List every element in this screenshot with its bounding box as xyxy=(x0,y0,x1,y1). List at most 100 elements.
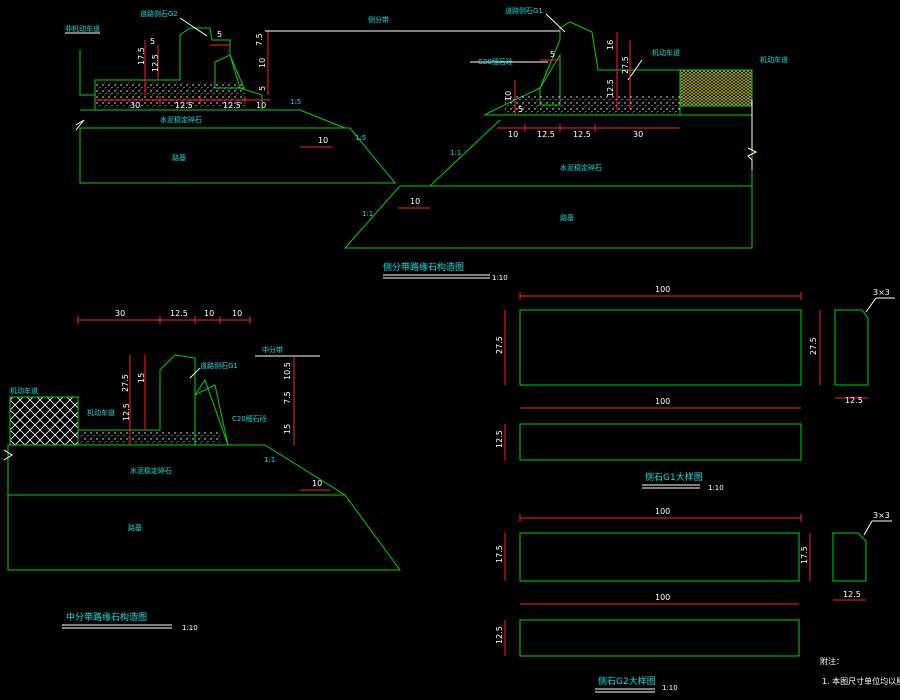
g1-scale: 1:10 xyxy=(708,484,724,492)
tr-dim-b1: 10 xyxy=(508,130,518,139)
ml-dim-step: 10 xyxy=(312,479,322,488)
middle-left-section: 30 12.5 10 10 中分带 道路侧石G1 C20细石砼 机动车道 机动车… xyxy=(3,309,401,571)
dim-h6: 10 xyxy=(258,58,267,68)
dim-h7: 5 xyxy=(258,86,267,91)
dim-b1: 30 xyxy=(130,101,140,110)
tr-dim-h3: 5 xyxy=(518,105,523,114)
g2-detail: 100 17.5 17.5 3×3 12.5 100 12.5 侧石G2大样图 … xyxy=(495,507,892,693)
notes-line1: 1. 本图尺寸单位均以厘米计 xyxy=(822,676,900,686)
g2-bottom-height: 12.5 xyxy=(495,626,504,644)
ml-dim-r1: 10.5 xyxy=(283,362,292,380)
top-left-leader xyxy=(179,17,208,37)
g1-side-view xyxy=(834,309,869,386)
ml-break-mark xyxy=(3,449,13,461)
ml-base-label: 水泥稳定碎石 xyxy=(130,466,172,475)
top-right-curb-label: 道路侧石G1 xyxy=(505,6,543,15)
ml-dim-h3: 12.5 xyxy=(122,403,131,421)
g1-bottom-height: 12.5 xyxy=(495,430,504,448)
dim-top-w: 5 xyxy=(217,30,222,39)
top-right-pavers xyxy=(679,69,753,107)
g1-title: 侧石G1大样图 xyxy=(645,471,703,483)
tr-dim-step: 10 xyxy=(410,197,420,206)
g2-side-view xyxy=(832,532,867,582)
dim-step-tl: 10 xyxy=(318,136,328,145)
top-right-base-label: 水泥稳定碎石 xyxy=(560,163,602,172)
ml-dim-r3: 15 xyxy=(283,424,292,434)
slope-tl-2: 1:5 xyxy=(355,134,366,142)
tr-dim-b2: 12.5 xyxy=(537,130,555,139)
g2-height-side: 17.5 xyxy=(800,546,809,564)
g1-length: 100 xyxy=(655,285,670,294)
top-right-pavers-label: 机动车道 xyxy=(652,48,680,57)
top-center-median: 侧分带 xyxy=(265,15,560,32)
top-title: 侧分带路缘石构造图 1:10 xyxy=(383,261,508,282)
ml-slope: 1:1 xyxy=(264,456,275,464)
top-left-section: 道路侧石G2 非机动车道 水泥稳定碎石 路基 30 12.5 12.5 10 1… xyxy=(65,9,397,184)
g2-chamfer: 3×3 xyxy=(873,511,890,520)
ml-curb-label: 道路侧石G1 xyxy=(200,361,238,370)
g1-top-view xyxy=(519,423,802,461)
g1-bottom-length: 100 xyxy=(655,397,670,406)
notes-title: 附注： xyxy=(820,656,844,666)
middle-title-text: 中分带路缘石构造图 xyxy=(66,611,147,623)
middle-title-scale: 1:10 xyxy=(182,624,198,632)
ml-pavers-block xyxy=(9,396,79,446)
g2-scale: 1:10 xyxy=(662,684,678,692)
tr-dim-h6: 12.5 xyxy=(606,79,615,97)
top-left-base-label: 水泥稳定碎石 xyxy=(160,115,202,124)
top-left-subgrade xyxy=(79,127,397,184)
top-left-sidewalk-label: 非机动车道 xyxy=(65,24,100,33)
top-right-break-mark xyxy=(747,100,758,170)
g1-height: 27.5 xyxy=(495,336,504,354)
top-right-outline xyxy=(483,21,681,116)
slope-tl-1: 1:5 xyxy=(290,98,301,106)
dim-b4: 10 xyxy=(256,101,266,110)
dim-h5: 7.5 xyxy=(255,33,264,46)
top-right-subgrade-label: 路基 xyxy=(560,213,574,222)
ml-dim-h1: 27.5 xyxy=(121,374,130,392)
g1-chamfer: 3×3 xyxy=(873,288,890,297)
top-right-edge-label: 机动车道 xyxy=(760,55,788,64)
top-left-subgrade-label: 路基 xyxy=(172,153,186,162)
g1-front-view xyxy=(519,309,802,386)
top-title-scale: 1:10 xyxy=(492,274,508,282)
top-left-concrete-fill xyxy=(214,54,245,89)
g1-detail: 100 27.5 27.5 3×3 12.5 100 12.5 侧石G1大样图 … xyxy=(495,285,895,492)
ml-concrete-label: C20细石砼 xyxy=(232,414,267,423)
top-right-concrete-label: C20细石砼 xyxy=(478,57,513,66)
g1-width: 12.5 xyxy=(845,396,863,405)
dim-b3: 12.5 xyxy=(223,101,241,110)
tr-slope-2: 1:1 xyxy=(362,210,373,218)
top-left-curb-label: 道路侧石G2 xyxy=(140,9,178,18)
tr-dim-b3: 12.5 xyxy=(573,130,591,139)
ml-dim-0: 30 xyxy=(115,309,125,318)
top-left-bedding xyxy=(96,82,246,108)
median-label: 侧分带 xyxy=(368,15,389,24)
top-left-base-top xyxy=(80,109,346,129)
ml-subgrade-label: 路基 xyxy=(128,523,142,532)
top-right-base xyxy=(343,114,753,249)
g1-height-side: 27.5 xyxy=(809,337,818,355)
top-left-break-mark xyxy=(75,119,85,131)
g2-bottom-length: 100 xyxy=(655,593,670,602)
middle-title: 中分带路缘石构造图 1:10 xyxy=(62,611,198,632)
tr-slope-1: 1:1 xyxy=(450,149,461,157)
tr-dim-h5: 27.5 xyxy=(621,56,630,74)
tr-dim-b4: 30 xyxy=(633,130,643,139)
ml-edge-label: 机动车道 xyxy=(10,386,38,395)
dim-b2: 12.5 xyxy=(175,101,193,110)
g2-height: 17.5 xyxy=(495,545,504,563)
ml-subgrade xyxy=(7,444,401,571)
tr-dim-h1: 5 xyxy=(550,50,555,59)
ml-dim-3: 10 xyxy=(232,309,242,318)
top-right-section: 道路侧石G1 C20细石砼 机动车道 机动车道 水泥稳定碎石 路基 10 12.… xyxy=(343,6,788,249)
top-left-outline xyxy=(79,27,263,111)
ml-dim-2: 10 xyxy=(204,309,214,318)
g2-title: 侧石G2大样图 xyxy=(598,675,656,687)
g2-top-view xyxy=(519,619,800,657)
g2-width: 12.5 xyxy=(843,590,861,599)
g2-front-view xyxy=(519,532,800,582)
dim-h2: 12.5 xyxy=(151,54,160,72)
ml-dim-r2: 7.5 xyxy=(283,391,292,404)
dim-h1: 17.5 xyxy=(137,47,146,65)
